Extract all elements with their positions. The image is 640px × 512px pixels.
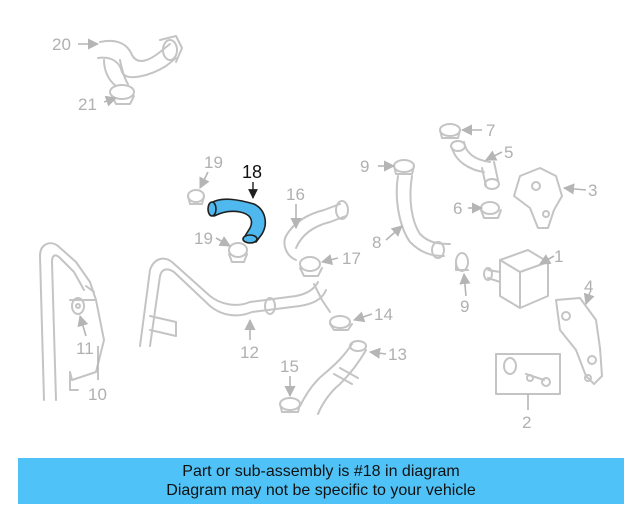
part-16-hose xyxy=(283,200,349,261)
parts-diagram: 20 21 7 5 6 3 9 8 9 1 4 2 16 17 12 14 13… xyxy=(39,35,603,432)
part-9-clamp-upper xyxy=(393,159,415,175)
part-2-kit xyxy=(495,353,561,395)
part-11-clamp xyxy=(71,285,95,315)
callout-21: 21 xyxy=(78,95,97,114)
callout-4: 4 xyxy=(584,277,593,296)
callout-13: 13 xyxy=(388,345,407,364)
callout-7: 7 xyxy=(486,121,495,140)
banner-line-disclaimer: Diagram may not be specific to your vehi… xyxy=(166,482,476,499)
callout-11: 11 xyxy=(76,339,94,358)
part-4-bracket xyxy=(555,297,603,385)
callout-20: 20 xyxy=(52,35,71,54)
part-3-bracket xyxy=(513,167,563,229)
part-7-clamp xyxy=(439,123,461,139)
part-1-valve xyxy=(483,249,549,309)
callout-6: 6 xyxy=(453,199,462,218)
callout-8: 8 xyxy=(372,233,381,252)
part-19-clamp-upper xyxy=(187,189,205,205)
callout-12: 12 xyxy=(240,343,259,362)
part-13-hose xyxy=(299,340,367,415)
part-19-clamp-lower xyxy=(228,242,248,263)
part-21-clamp xyxy=(109,84,135,105)
callout-3: 3 xyxy=(588,181,597,200)
callout-15: 15 xyxy=(280,357,299,376)
callout-1: 1 xyxy=(554,247,563,266)
part-17-clamp xyxy=(299,256,323,277)
banner-line-part-number: Part or sub-assembly is #18 in diagram xyxy=(182,463,460,480)
info-banner: Part or sub-assembly is #18 in diagram D… xyxy=(18,458,624,504)
callout-2: 2 xyxy=(522,413,531,432)
part-6-clamp xyxy=(480,201,502,219)
callout-labels: 20 21 7 5 6 3 9 8 9 1 4 2 16 17 12 14 13… xyxy=(52,35,597,432)
callout-18-highlighted: 18 xyxy=(242,162,262,182)
callout-16: 16 xyxy=(286,185,305,204)
callout-14: 14 xyxy=(374,305,393,324)
part-12-pipe xyxy=(139,257,331,347)
part-15-clamp xyxy=(279,397,301,413)
part-20-hose xyxy=(97,35,183,87)
callout-9-upper: 9 xyxy=(360,157,369,176)
part-18-hose-highlighted xyxy=(207,198,267,244)
part-14-clamp xyxy=(329,315,353,331)
callout-9-lower: 9 xyxy=(460,297,469,316)
part-10-pipe xyxy=(39,242,105,401)
callout-5: 5 xyxy=(504,143,513,162)
callout-19-upper: 19 xyxy=(204,153,223,172)
callout-10: 10 xyxy=(88,385,107,404)
part-9-clamp-lower xyxy=(455,252,469,272)
part-8-hose xyxy=(395,175,451,259)
callout-19-lower: 19 xyxy=(194,229,213,248)
leader-lines xyxy=(77,38,595,410)
part-5-hose xyxy=(450,140,500,190)
callout-17: 17 xyxy=(342,249,361,268)
